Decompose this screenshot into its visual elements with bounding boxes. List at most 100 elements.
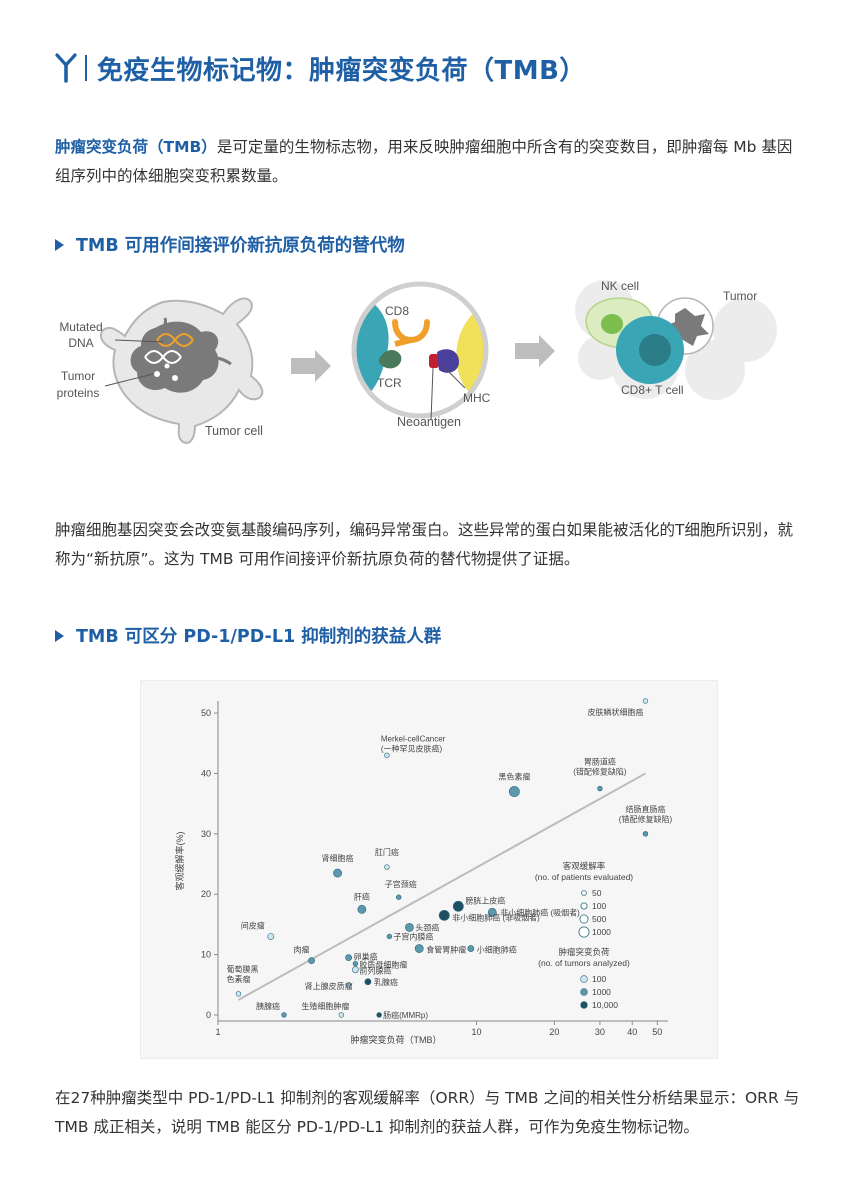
data-point <box>345 982 352 988</box>
label-mutated: Mutated <box>59 320 102 334</box>
data-point <box>438 909 450 921</box>
tumor-cell-illustration: Mutated DNA Tumor proteins Tumor cell <box>57 297 264 444</box>
data-point <box>487 907 497 917</box>
x-tick-label: 40 <box>627 1027 637 1037</box>
legend-shade-title: 肿瘤突变负荷 <box>558 947 610 957</box>
data-point <box>396 894 402 900</box>
title-divider <box>85 55 87 81</box>
point-label: 非小细胞肺癌 (吸烟者) <box>500 907 580 917</box>
point-label: 头颈癌 <box>415 922 439 932</box>
label-tumor: Tumor <box>61 369 95 383</box>
data-point <box>235 991 242 997</box>
y-tick-label: 50 <box>201 708 211 718</box>
point-label: 乳腺癌 <box>374 977 398 987</box>
intro-text: 是可定量的生物标志物，用来反映肿瘤细胞中所含有的突变数目，即肿瘤每 Mb 基因组… <box>55 138 793 185</box>
label-mhc: MHC <box>463 391 491 405</box>
data-point <box>384 752 390 759</box>
antibody-icon <box>55 53 77 83</box>
point-label: 肛门癌 <box>375 847 399 857</box>
data-point <box>384 864 390 870</box>
y-tick-label: 0 <box>206 1010 211 1020</box>
point-label: 肠癌(MMRp) <box>383 1010 428 1020</box>
data-point <box>508 786 520 797</box>
neoantigen-diagram: Mutated DNA Tumor proteins Tumor cell CD… <box>57 279 777 444</box>
legend-shade-subtitle: (no. of tumors analyzed) <box>538 958 630 968</box>
point-label: 卵巢癌 <box>354 952 378 962</box>
legend-size-marker <box>580 902 588 910</box>
legend-shade-label: 100 <box>592 974 606 984</box>
data-point <box>452 900 464 912</box>
point-label: 肉瘤 <box>294 945 310 955</box>
point-label: 生殖细胞肿瘤 <box>301 1001 349 1011</box>
label-dna: DNA <box>68 336 93 350</box>
triangle-bullet-icon <box>55 629 64 642</box>
legend-shade-label: 10,000 <box>592 1000 618 1010</box>
label-neoantigen: Neoantigen <box>397 415 461 429</box>
dna-helix-icon <box>144 333 194 364</box>
triangle-bullet-icon <box>55 238 64 251</box>
point-label: 子宫内膜癌 <box>393 931 433 941</box>
point-label: 肾细胞癌 <box>322 853 354 863</box>
data-point <box>267 933 275 940</box>
point-label: 结肠直肠癌 <box>625 804 665 814</box>
legend-size-label: 1000 <box>592 927 611 937</box>
intro-term: 肿瘤突变负荷（TMB） <box>55 138 217 156</box>
page-title: 免疫生物标记物：肿瘤突变负荷（TMB） <box>97 55 586 86</box>
data-point <box>597 785 603 792</box>
x-tick-label: 30 <box>595 1027 605 1037</box>
page-header: 免疫生物标记物：肿瘤突变负荷（TMB） <box>55 48 586 88</box>
data-point <box>467 945 475 952</box>
label-cd8-t-cell: CD8+ T cell <box>621 383 684 397</box>
y-tick-label: 10 <box>201 950 211 960</box>
x-tick-label: 20 <box>549 1027 559 1037</box>
tcr-mhc-illustration: CD8 TCR MHC Neoantigen <box>351 281 491 429</box>
y-tick-label: 40 <box>201 768 211 778</box>
point-label: 食管胃肿瘤 <box>426 945 466 955</box>
point-label: 肝癌 <box>354 891 370 901</box>
point-label: 胶质母细胞瘤 <box>359 960 407 970</box>
data-point <box>345 954 353 962</box>
arrow-right-icon <box>515 335 555 367</box>
data-point <box>642 831 649 837</box>
section1-heading-text: TMB 可用作间接评价新抗原负荷的替代物 <box>76 236 405 256</box>
data-point <box>376 1012 382 1018</box>
section1-paragraph: 肿瘤细胞基因突变会改变氨基酸编码序列，编码异常蛋白。这些异常的蛋白如果能被活化的… <box>55 521 793 568</box>
data-point <box>364 978 372 986</box>
point-label: 小细胞肺癌 <box>477 945 517 955</box>
legend-shade-marker <box>580 988 588 996</box>
point-label: 皮肤鳞状细胞癌 <box>587 707 643 717</box>
label-proteins: proteins <box>57 386 100 400</box>
legend-size-label: 100 <box>592 901 606 911</box>
x-axis-label: 肿瘤突变负荷（TMB） <box>351 1034 442 1045</box>
point-label: 胃肠道癌 <box>584 757 616 767</box>
trend-line <box>237 772 646 1001</box>
x-tick-label: 10 <box>472 1027 482 1037</box>
point-label: Merkel-cellCancer <box>381 734 446 743</box>
data-point <box>642 698 649 704</box>
point-label: 膀胱上皮癌 <box>465 895 505 905</box>
label-cd8: CD8 <box>385 304 409 318</box>
legend-size-marker <box>578 926 590 938</box>
section2-heading-text: TMB 可区分 PD-1/PD-L1 抑制剂的获益人群 <box>76 627 442 647</box>
arrow-right-icon <box>291 350 331 382</box>
data-point <box>338 1012 345 1018</box>
section1-heading: TMB 可用作间接评价新抗原负荷的替代物 <box>55 232 405 257</box>
point-label: 非小细胞肺癌 (非吸烟者) <box>452 912 540 922</box>
y-axis-label: 客观缓解率(%) <box>174 832 185 891</box>
data-point <box>405 923 414 932</box>
legend-size-subtitle: (no. of patients evaluated) <box>535 872 633 882</box>
section2-paragraph: 在27种肿瘤类型中 PD-1/PD-L1 抑制剂的客观缓解率（ORR）与 TMB… <box>55 1089 800 1136</box>
y-tick-label: 20 <box>201 889 211 899</box>
x-tick-label: 1 <box>215 1027 220 1037</box>
label-tumor-right: Tumor <box>723 289 757 303</box>
section2-heading: TMB 可区分 PD-1/PD-L1 抑制剂的获益人群 <box>55 623 441 648</box>
point-label: 色素瘤 <box>226 974 250 984</box>
immune-cells-illustration: NK cell Tumor CD8+ T cell <box>575 279 777 400</box>
data-point <box>414 944 424 953</box>
point-label: (错配修复缺陷) <box>573 767 627 777</box>
label-tumor-cell: Tumor cell <box>205 424 263 438</box>
point-label: 葡萄膜黑 <box>226 964 258 974</box>
data-point <box>357 904 367 914</box>
